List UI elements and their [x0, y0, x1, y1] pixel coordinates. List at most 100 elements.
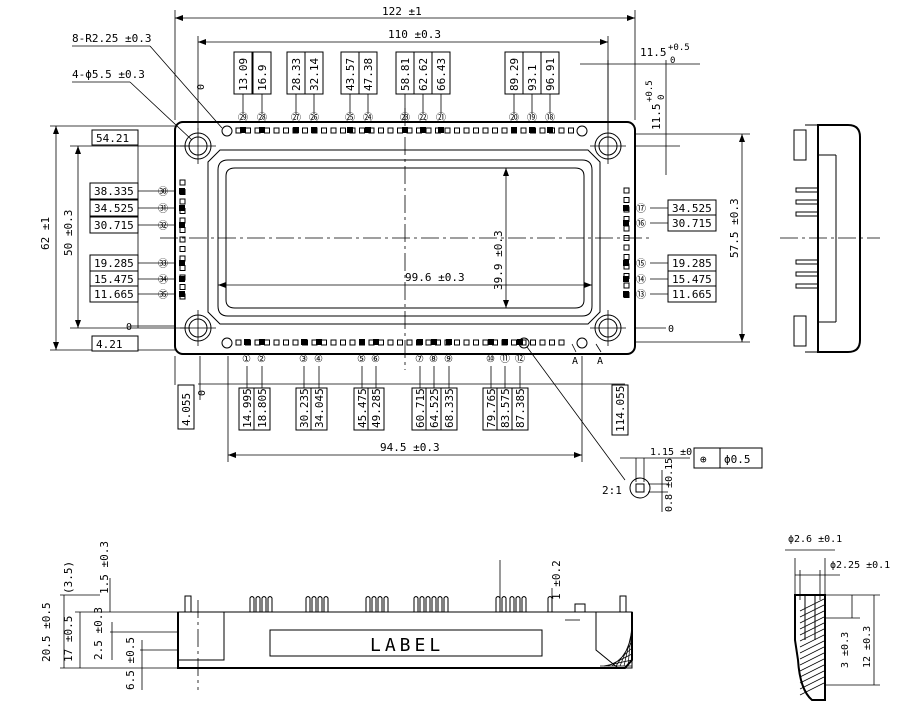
- front-pin: [305, 596, 311, 612]
- window-height-dim: 39.9 ±0.3: [492, 230, 505, 290]
- side-pin: [795, 187, 818, 193]
- front-pin: [425, 596, 431, 612]
- right-pin-pad: [623, 225, 630, 232]
- right-side-view: [780, 124, 880, 353]
- top-pin-pad: [520, 127, 527, 134]
- bottom-pin-pad: [349, 339, 356, 346]
- left-pin-value: 38.335: [94, 185, 134, 198]
- bottom-pin: [488, 339, 494, 345]
- bottom-pin-number: ⑥: [371, 354, 380, 365]
- top-pin-pad: [444, 127, 451, 134]
- bottom-pin-pad: [511, 339, 517, 346]
- pin-thickness-dim: 0.8 ±0.15: [664, 458, 675, 512]
- bottom-pin-number: ④: [314, 354, 323, 365]
- side-pin: [795, 211, 818, 217]
- left-pin: [179, 291, 185, 297]
- offset-y-tol-top: +0.5: [645, 80, 655, 102]
- bottom-pin-value-box: [511, 387, 529, 431]
- label-text: LABEL: [370, 635, 444, 656]
- bottom-pin: [259, 339, 265, 345]
- top-pin-pad: [330, 127, 337, 134]
- left-ref-top: 54.21: [96, 132, 129, 145]
- top-pin-number: ㉕: [345, 112, 355, 124]
- bottom-pin-pad: [539, 339, 546, 346]
- right-pin-column: [623, 187, 630, 298]
- bottom-pin: [502, 339, 508, 345]
- top-pin-pad: [283, 127, 289, 134]
- top-pin: [347, 127, 353, 133]
- bottom-pin-pad: [463, 339, 470, 346]
- top-pin-pad: [454, 127, 460, 134]
- bottom-pin-number: ⑤: [357, 354, 366, 365]
- window-inner-edge: [217, 159, 593, 317]
- window-width-dim: 99.6 ±0.3: [405, 271, 465, 284]
- side-dim-25: 2.5 ±0.3: [92, 607, 105, 660]
- top-pin-value: 58.81: [399, 58, 412, 91]
- bottom-pin-pad: [330, 339, 337, 346]
- bottom-pin: [301, 339, 307, 345]
- bottom-pin-pad: [378, 339, 384, 346]
- offset-x-dim: 11.5: [640, 46, 667, 59]
- left-pin-pad: [179, 265, 186, 271]
- corner-boss: [221, 125, 233, 137]
- inner-height-dim: 50 ±0.3: [62, 210, 75, 256]
- right-pin-value-box: [667, 285, 717, 303]
- side-pin: [795, 199, 818, 205]
- top-pin: [311, 127, 317, 133]
- front-pin: [311, 596, 317, 612]
- right-pin-number: ⑯: [636, 218, 646, 230]
- top-pin-pad: [245, 127, 251, 134]
- top-pin-value: 28.33: [290, 58, 303, 91]
- bottom-pin: [517, 339, 523, 345]
- top-pin-value: 13.09: [237, 58, 250, 91]
- front-pin: [495, 596, 501, 612]
- pin-length-3: 3 ±0.3: [840, 632, 851, 668]
- bottom-dimensions: 4.055 0 114.055 94.5 ±0.3 ①14.995②18.805…: [174, 353, 629, 462]
- bottom-pin-pad: [235, 339, 242, 346]
- left-pin: [179, 260, 185, 266]
- left-pin-pad: [179, 236, 186, 243]
- right-pin-pad: [623, 282, 630, 289]
- mount-pitch-dim: 110 ±0.3: [388, 28, 441, 41]
- right-pin-pad: [623, 187, 630, 194]
- bottom-ref-right: 114.055: [614, 386, 627, 432]
- top-pin-pad: [463, 127, 470, 134]
- position-tolerance: ϕ0.5: [724, 453, 751, 466]
- front-pin: [267, 596, 273, 612]
- bottom-pin-value: 18.805: [256, 388, 269, 428]
- bottom-pin-pad: [558, 339, 565, 346]
- left-pin: [179, 205, 185, 211]
- front-pin: [521, 596, 527, 612]
- right-pin: [623, 276, 629, 282]
- top-pin-pad: [397, 127, 403, 134]
- side-dim-15: 1.5 ±0.3: [98, 541, 111, 594]
- bottom-pin-value: 45.475: [356, 388, 369, 428]
- front-pin: [413, 596, 419, 612]
- top-pin-number: ㉒: [418, 112, 428, 124]
- front-pin: [317, 596, 323, 612]
- pin-detail-view: 2:1 1.15 ±0.15 0.8 ±0.15 ⊕ ϕ0.5: [526, 346, 763, 512]
- plan-view: A A: [160, 108, 650, 370]
- bottom-pin-value: 30.235: [298, 388, 311, 428]
- right-pin: [623, 205, 629, 211]
- corner-boss: [576, 337, 588, 349]
- bottom-pin-value-box: [253, 387, 271, 431]
- front-pin: [323, 596, 329, 612]
- top-dimensions: 122 ±1 110 ±0.3 8-R2.25 ±0.3 4-ϕ5.5 ±0.3…: [72, 5, 700, 175]
- top-pin-pad: [482, 127, 489, 134]
- bottom-pin-value: 49.285: [370, 388, 383, 428]
- right-pin-pad: [623, 235, 630, 241]
- offset-x-tol-top: +0.5: [668, 43, 690, 53]
- bottom-pin: [244, 339, 250, 345]
- top-pin-position-labels: 13.09㉙16.9㉘28.33㉗32.14㉖43.57㉕47.38㉔58.81…: [233, 51, 560, 124]
- top-pin: [365, 127, 371, 133]
- bottom-ref-left: 4.055: [180, 393, 193, 426]
- front-pin: [371, 596, 377, 612]
- top-pin-pad: [302, 127, 308, 134]
- left-pin-pad: [179, 227, 186, 233]
- top-pin-pad: [264, 127, 270, 134]
- bottom-pin-row: [235, 339, 565, 346]
- top-pin-value: 16.9: [256, 65, 269, 92]
- bottom-pin-position-labels: ①14.995②18.805③30.235④34.045⑤45.475⑥49.2…: [238, 353, 529, 431]
